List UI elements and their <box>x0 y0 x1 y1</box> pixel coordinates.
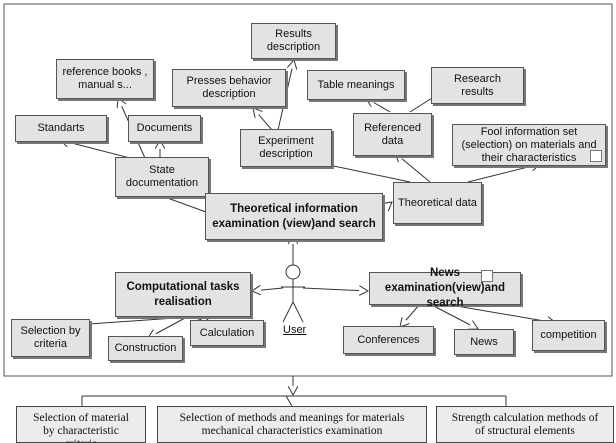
bottom-box-selection-of-methods[interactable]: Selection of methods and meanings for ma… <box>157 406 427 443</box>
node-table-meanings[interactable]: Table meanings <box>307 70 405 100</box>
node-state-documentation[interactable]: State documentation <box>115 157 209 197</box>
node-research-results[interactable]: Research results <box>431 67 524 104</box>
user-actor-figure <box>281 264 305 323</box>
node-documents[interactable]: Documents <box>128 115 201 142</box>
node-news-examination[interactable]: News examination(view)and search <box>369 267 521 309</box>
node-referenced-data[interactable]: Referenced data <box>353 113 432 156</box>
node-theoretical-data[interactable]: Theoretical data <box>393 182 482 224</box>
corner-mark-news-examination <box>481 270 493 282</box>
bottom-box-selection-of-material[interactable]: Selection of material by characteristic … <box>16 406 146 443</box>
corner-mark-fool-information <box>590 150 602 162</box>
node-theoretical-information[interactable]: Theoretical information examination (vie… <box>205 193 383 240</box>
node-standarts[interactable]: Standarts <box>15 115 107 142</box>
node-experiment-description[interactable]: Experiment description <box>240 129 332 167</box>
node-computational-tasks[interactable]: Computational tasks realisation <box>115 272 251 317</box>
node-competition[interactable]: competition <box>532 320 605 351</box>
node-reference-books[interactable]: reference books , manual s... <box>56 59 154 99</box>
node-selection-by-criteria[interactable]: Selection by criteria <box>11 319 90 357</box>
node-presses-behavior-description[interactable]: Presses behavior description <box>172 69 286 107</box>
diagram-frame <box>3 3 613 377</box>
node-calculation[interactable]: Calculation <box>190 320 264 346</box>
node-construction[interactable]: Construction <box>108 336 183 361</box>
user-actor-label[interactable]: User <box>283 324 307 336</box>
bottom-box-strength-calculation[interactable]: Strength calculation methods of of struc… <box>436 406 614 443</box>
node-conferences[interactable]: Conferences <box>343 326 434 354</box>
node-news[interactable]: News <box>454 329 514 355</box>
node-fool-information-set[interactable]: Fool information set (selection) on mate… <box>452 124 606 166</box>
node-results-description[interactable]: Results description <box>251 23 336 59</box>
